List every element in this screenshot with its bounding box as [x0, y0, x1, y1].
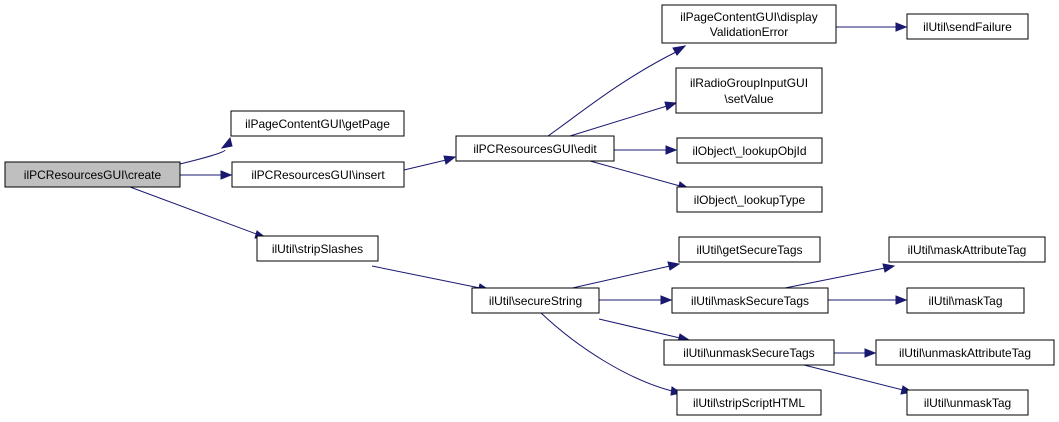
svg-text:ilUtil\maskAttributeTag: ilUtil\maskAttributeTag [908, 243, 1027, 257]
node-create[interactable]: ilPCResourcesGUI\create [4, 161, 181, 188]
edge-create-stripslashes [129, 186, 268, 239]
svg-text:ilUtil\unmaskAttributeTag: ilUtil\unmaskAttributeTag [899, 346, 1031, 360]
node-unmasktag[interactable]: ilUtil\unmaskTag [906, 389, 1029, 416]
svg-text:ilUtil\maskSecureTags: ilUtil\maskSecureTags [691, 294, 809, 308]
edge-masksecuretags-maskattributetag [779, 263, 896, 290]
node-masksecuretags[interactable]: ilUtil\maskSecureTags [671, 287, 829, 314]
svg-text:ilPCResourcesGUI\create: ilPCResourcesGUI\create [24, 168, 162, 182]
node-securestring[interactable]: ilUtil\secureString [471, 287, 600, 314]
svg-text:ilPCResourcesGUI\insert: ilPCResourcesGUI\insert [251, 168, 385, 182]
edge-edit-displayvalidationerror [547, 45, 687, 137]
svg-text:ilUtil\secureString: ilUtil\secureString [489, 294, 582, 308]
edge-securestring-unmasksecuretags [598, 318, 691, 343]
edge-stripslashes-securestring [371, 265, 491, 293]
svg-text:ilPageContentGUI\getPage: ilPageContentGUI\getPage [245, 117, 390, 131]
edge-edit-lookupobjid [614, 145, 678, 155]
edge-insert-edit [403, 155, 457, 171]
edge-securestring-getsecuretags [567, 261, 681, 290]
svg-text:ilPageContentGUI\display: ilPageContentGUI\display [680, 10, 817, 24]
svg-text:ilPCResourcesGUI\edit: ilPCResourcesGUI\edit [473, 142, 597, 156]
node-stripscripthtml[interactable]: ilUtil\stripScriptHTML [676, 389, 822, 416]
node-insert[interactable]: ilPCResourcesGUI\insert [231, 161, 405, 188]
svg-text:ilUtil\unmaskTag: ilUtil\unmaskTag [924, 396, 1011, 410]
node-lookuptype[interactable]: ilObject\_lookupType [676, 186, 823, 213]
node-displayvalidationerror[interactable]: ilPageContentGUI\display ValidationError [661, 4, 837, 44]
edge-edit-lookuptype [589, 160, 691, 191]
node-getsecuretags[interactable]: ilUtil\getSecureTags [678, 236, 821, 263]
svg-text:ilUtil\stripSlashes: ilUtil\stripSlashes [272, 242, 363, 256]
edge-displayvalidationerror-sendfailure [836, 22, 908, 32]
node-sendfailure[interactable]: ilUtil\sendFailure [906, 13, 1029, 40]
svg-text:ilObject\_lookupObjId: ilObject\_lookupObjId [692, 144, 806, 158]
node-masktag[interactable]: ilUtil\maskTag [906, 287, 1025, 314]
edge-securestring-masksecuretags [599, 295, 673, 305]
node-maskattributetag[interactable]: ilUtil\maskAttributeTag [888, 236, 1046, 263]
node-unmaskattributetag[interactable]: ilUtil\unmaskAttributeTag [875, 339, 1055, 366]
svg-text:ilObject\_lookupType: ilObject\_lookupType [694, 193, 806, 207]
svg-text:ilUtil\unmaskSecureTags: ilUtil\unmaskSecureTags [683, 346, 814, 360]
svg-text:ilUtil\maskTag: ilUtil\maskTag [928, 294, 1002, 308]
svg-text:ilUtil\stripScriptHTML: ilUtil\stripScriptHTML [693, 396, 805, 410]
svg-text:ilRadioGroupInputGUI: ilRadioGroupInputGUI [690, 76, 808, 90]
edge-securestring-stripscripthtml [539, 311, 683, 396]
edge-masksecuretags-masktag [828, 295, 908, 305]
node-unmasksecuretags[interactable]: ilUtil\unmaskSecureTags [663, 339, 835, 366]
node-edit[interactable]: ilPCResourcesGUI\edit [455, 135, 615, 162]
node-setvalue[interactable]: ilRadioGroupInputGUI \setValue [675, 67, 823, 114]
node-getpage[interactable]: ilPageContentGUI\getPage [230, 110, 405, 137]
edge-unmasksecuretags-unmaskattributetag [834, 348, 877, 358]
edge-create-getpage [179, 136, 233, 165]
edge-edit-setvalue [569, 101, 678, 137]
node-lookupobjid[interactable]: ilObject\_lookupObjId [676, 137, 823, 164]
edge-create-insert [180, 170, 233, 180]
svg-text:ValidationError: ValidationError [710, 25, 788, 39]
svg-text:ilUtil\sendFailure: ilUtil\sendFailure [923, 20, 1012, 34]
svg-text:\setValue: \setValue [724, 92, 773, 106]
svg-text:ilUtil\getSecureTags: ilUtil\getSecureTags [696, 243, 802, 257]
node-stripslashes[interactable]: ilUtil\stripSlashes [256, 235, 379, 262]
